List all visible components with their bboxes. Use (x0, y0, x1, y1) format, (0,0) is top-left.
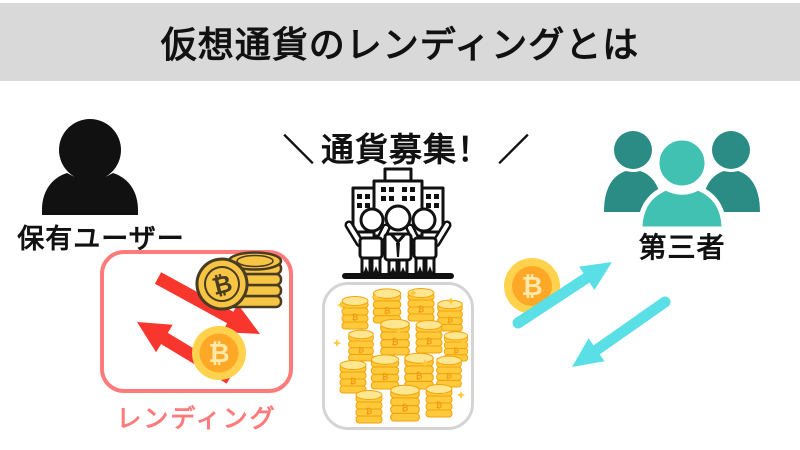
svg-text:₿: ₿ (208, 339, 229, 369)
necktie (396, 243, 400, 257)
lending-label: レンディング (116, 405, 277, 433)
page-title: 仮想通貨のレンディングとは (160, 24, 640, 65)
title-banner: 仮想通貨のレンディングとは (0, 3, 800, 81)
front-person (637, 135, 727, 232)
lend-out-arrow (154, 272, 260, 334)
building-windows (357, 187, 439, 208)
tilted-bitcoin-coin: ₿ (195, 257, 249, 311)
callout-right-stroke: ／ (498, 132, 529, 168)
collected-coins-box (322, 282, 474, 430)
holder-user-icon (42, 119, 138, 215)
exchange-down-arrow (572, 296, 671, 367)
lending-box (100, 250, 293, 393)
coin-pile-icon (333, 288, 469, 424)
holder-user-label: 保有ユーザー (17, 224, 185, 254)
svg-text:₿: ₿ (521, 272, 542, 302)
third-party-label: 第三者 (638, 232, 726, 263)
recruit-callout: ＼ 通貨募集！ ／ (278, 122, 534, 172)
lend-arrow-icon: ₿ ₿ (137, 251, 283, 384)
third-party-group-icon (604, 131, 760, 232)
legs (360, 256, 436, 275)
exchange-arrow-icon: ₿ (504, 258, 671, 367)
coin-stack-cartoon-icon: ₿ (195, 251, 283, 311)
callout-text: 通貨募集！ (321, 131, 491, 168)
bitcoin-coin-icon: ₿ (192, 326, 246, 380)
callout-left-stroke: ＼ (283, 132, 314, 168)
company-building-icon (342, 167, 454, 279)
exchange-up-arrow (512, 262, 612, 329)
